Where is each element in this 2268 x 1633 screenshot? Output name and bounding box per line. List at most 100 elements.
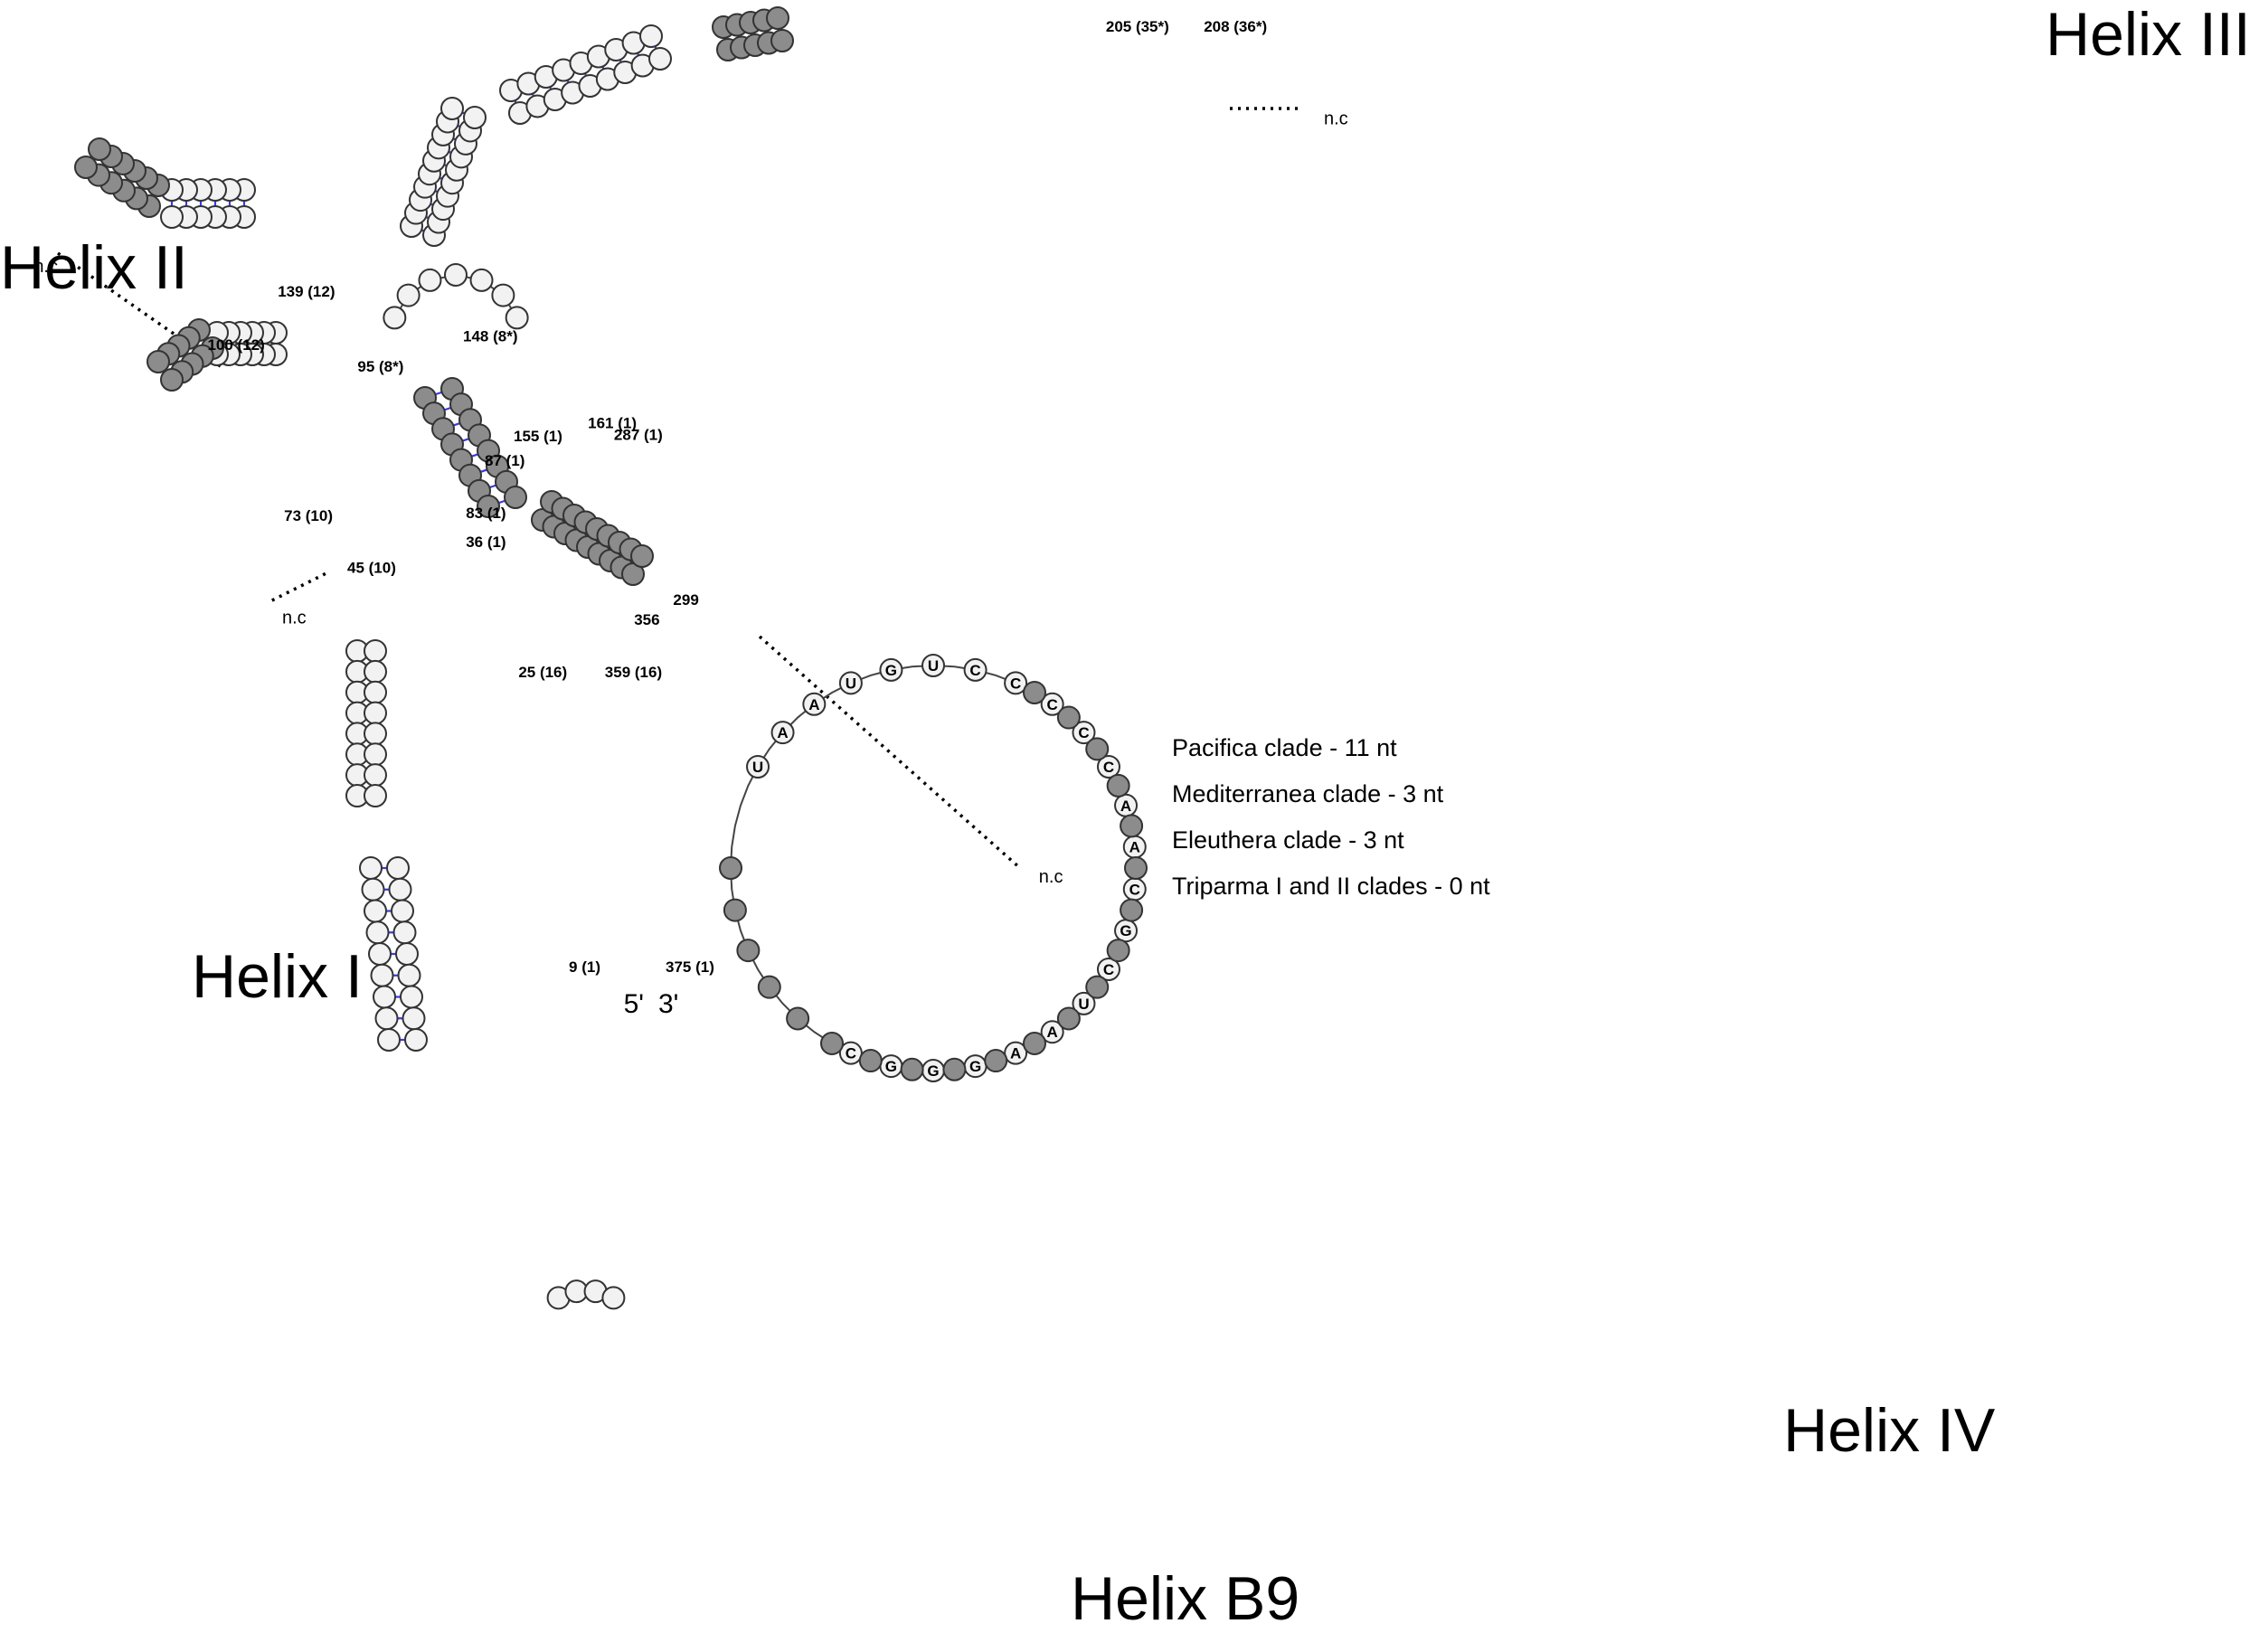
nucleotide-letter: C	[1010, 675, 1021, 692]
nucleotide-letter: U	[928, 657, 939, 675]
nucleotide	[364, 701, 387, 725]
nucleotide	[386, 856, 410, 880]
nucleotide-letter: G	[1120, 922, 1131, 939]
non-conserved-dotted-line	[758, 635, 1022, 870]
position-label: 356	[634, 611, 659, 628]
nucleotide	[373, 985, 396, 1009]
nucleotide-letter: C	[1047, 696, 1058, 713]
position-label: 148 (8*)	[463, 328, 517, 345]
non-conserved-dotted-line	[57, 251, 225, 371]
nucleotide	[770, 29, 794, 52]
nucleotide	[1004, 671, 1028, 695]
nucleotide	[364, 680, 387, 704]
nucleotide	[377, 1028, 401, 1052]
nucleotide	[391, 899, 414, 923]
nucleotide	[505, 306, 529, 330]
nucleotide	[1106, 773, 1130, 798]
position-label: 100 (12)	[207, 336, 264, 354]
nucleotide	[370, 963, 394, 987]
nucleotide	[418, 268, 442, 292]
nucleotide	[368, 942, 392, 966]
nucleotide	[1096, 958, 1120, 981]
legend-eleuthera: Eleuthera clade - 3 nt	[1172, 826, 1404, 854]
position-labels: 9 (1)375 (1)25 (16)359 (16)36 (1)83 (1)8…	[33, 18, 1347, 1019]
nucleotide	[601, 1286, 626, 1310]
nucleotide	[1124, 856, 1148, 880]
nucleotide-letter: A	[777, 724, 788, 741]
position-label: 139 (12)	[278, 283, 335, 300]
nucleotide	[463, 106, 487, 129]
nucleotide-letter: G	[885, 1058, 897, 1075]
nucleotide-letter: C	[969, 662, 980, 679]
nucleotide	[820, 1031, 844, 1055]
position-label: 95 (8*)	[357, 358, 403, 375]
position-label: 3'	[658, 989, 678, 1019]
nucleotide	[770, 721, 795, 745]
nucleotide	[365, 920, 390, 945]
nucleotide	[364, 722, 387, 746]
nucleotide	[1040, 1020, 1064, 1044]
nucleotide-letter: G	[969, 1058, 981, 1075]
nucleotide	[396, 283, 421, 307]
nucleotide-letter: A	[1010, 1045, 1021, 1062]
nucleotide	[88, 137, 111, 161]
nucleotide	[719, 856, 742, 880]
nucleotide	[364, 639, 387, 663]
non-conserved-dotted-line	[271, 570, 331, 602]
nucleotide	[1096, 755, 1120, 779]
nucleotide	[942, 1057, 967, 1081]
nucleotide-letter: G	[927, 1062, 939, 1080]
nucleotide	[746, 755, 770, 779]
nucleotide	[639, 24, 663, 48]
nucleotide-letter: C	[846, 1045, 856, 1062]
nucleotide	[361, 877, 385, 901]
position-label: 45 (10)	[347, 560, 396, 577]
nucleotide	[402, 1006, 426, 1031]
nucleotide	[364, 784, 387, 807]
position-label: n.c	[33, 257, 58, 277]
nucleotide	[388, 877, 412, 901]
nucleotide	[364, 659, 387, 684]
position-label: 25 (16)	[518, 664, 567, 681]
position-label: 375 (1)	[666, 958, 714, 976]
nucleotide-letter: U	[1078, 996, 1089, 1013]
nucleotide	[364, 899, 387, 923]
nucleotide	[786, 1006, 810, 1031]
position-label: n.c	[1324, 109, 1348, 129]
clade-legend: Pacifica clade - 11 nt Mediterranea clad…	[1172, 732, 1490, 917]
nucleotide-letter: G	[885, 662, 897, 679]
nucleotide	[802, 692, 827, 716]
nucleotide	[383, 306, 407, 330]
position-label: 208 (36*)	[1204, 18, 1267, 35]
nucleotide	[160, 368, 184, 392]
nucleotide	[491, 283, 515, 307]
position-label: n.c	[1039, 867, 1063, 887]
nucleotide	[397, 963, 421, 987]
nucleotide	[504, 486, 527, 509]
position-label: 155 (1)	[514, 428, 562, 445]
nucleotide	[879, 657, 903, 682]
position-label: 205 (35*)	[1106, 18, 1169, 35]
nucleotide	[963, 657, 988, 682]
nucleotide	[1085, 737, 1110, 761]
position-label: 161 (1)	[588, 415, 637, 432]
nucleotide	[1040, 692, 1064, 716]
nucleotide	[723, 898, 747, 922]
position-label: 299	[673, 591, 698, 609]
nucleotide	[477, 495, 500, 518]
nucleotide	[1085, 975, 1110, 999]
nucleotide-letter: C	[1103, 759, 1114, 776]
helix-iv-title: Helix IV	[1783, 1396, 1996, 1465]
nucleotide	[400, 985, 423, 1009]
nucleotide	[900, 1057, 924, 1081]
helix-ii-title: Helix II	[0, 233, 188, 302]
nucleotide	[1056, 1006, 1081, 1031]
nucleotide	[364, 742, 387, 767]
position-label: 359 (16)	[605, 664, 662, 681]
nucleotide	[392, 920, 417, 945]
position-label: n.c	[282, 609, 307, 628]
nucleotide	[1072, 991, 1096, 1015]
